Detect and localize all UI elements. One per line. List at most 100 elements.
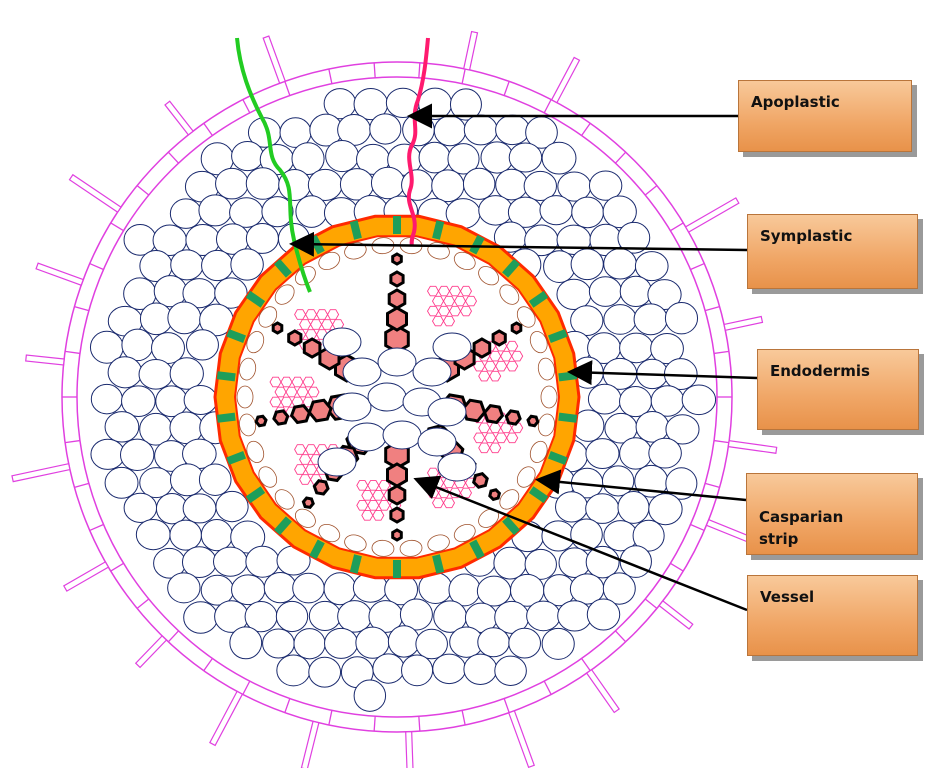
xylem-vessel <box>273 323 282 333</box>
phloem-cell <box>428 488 439 498</box>
epidermis-cell-wall <box>243 681 250 694</box>
cortex-cell <box>338 601 372 633</box>
cortex-cell <box>216 491 248 521</box>
phloem-cell <box>466 296 477 306</box>
cortex-cell <box>91 384 122 413</box>
epidermis-cell-wall <box>168 631 178 642</box>
xylem-vessel <box>391 272 403 286</box>
phloem-cell <box>439 306 450 316</box>
apoplastic-label: Apoplastic <box>738 80 912 152</box>
cortex-cell <box>416 629 448 659</box>
epidermis-cell-wall <box>74 307 88 311</box>
epidermis-cell-wall <box>419 716 420 731</box>
cortex-cell <box>402 655 433 686</box>
epidermis-cell-wall <box>645 599 657 608</box>
cortex-cell <box>183 494 216 523</box>
epidermis-cell-wall <box>65 441 80 443</box>
cortex-cell <box>509 628 541 658</box>
phloem-cell <box>479 443 490 453</box>
epidermis-cell-wall <box>111 223 124 231</box>
phloem-cell <box>362 491 373 501</box>
cortex-cell <box>324 573 356 605</box>
phloem-cell <box>455 296 466 306</box>
cortex-cell <box>91 439 125 469</box>
xylem-vessel <box>388 464 407 486</box>
cortex-cell <box>371 167 404 199</box>
cortex-cell <box>309 601 340 630</box>
epidermis-cell-wall <box>329 69 332 84</box>
pith-cell <box>433 333 471 361</box>
cortex-cell <box>495 656 527 685</box>
epidermis-cell-wall <box>374 716 375 731</box>
phloem-cell <box>300 475 311 485</box>
cortex-cell <box>120 439 153 470</box>
root-hair <box>64 562 109 591</box>
xylem-vessel <box>490 490 500 500</box>
phloem-cell <box>292 377 303 387</box>
epidermis-cell-wall <box>504 699 509 713</box>
xylem-vessel <box>391 508 403 522</box>
cortex-cell <box>586 439 619 469</box>
cortex-cell <box>199 195 232 226</box>
cortex-cell <box>325 628 358 658</box>
cortex-cell <box>477 576 510 606</box>
xylem-vessel <box>512 323 521 333</box>
phloem-cell <box>286 387 297 397</box>
cortex-cell <box>105 467 138 498</box>
phloem-cell <box>297 387 308 397</box>
epidermis-cell-wall <box>691 524 705 530</box>
xylem-vessel <box>256 416 266 425</box>
phloem-cell <box>428 468 439 478</box>
cortex-cell <box>213 547 247 576</box>
epidermis-cell-wall <box>168 152 178 163</box>
phloem-cell <box>450 286 461 296</box>
root-hair <box>406 732 413 768</box>
xylem-vessel <box>292 406 310 423</box>
pith-cell <box>428 398 466 426</box>
epidermis-cell-wall <box>74 483 88 487</box>
cortex-cell <box>230 198 264 228</box>
cortex-cell <box>558 601 592 631</box>
epidermis-cell-wall <box>645 186 657 195</box>
epidermis-cell-wall <box>285 81 290 95</box>
cortex-cell <box>620 333 653 363</box>
epidermis-cell-wall <box>137 599 149 608</box>
pith-cell <box>368 383 406 411</box>
phloem-cell <box>461 286 472 296</box>
phloem-cell <box>501 351 512 361</box>
phloem-cell <box>311 320 322 330</box>
cortex-cell <box>184 602 218 634</box>
cortex-cell <box>184 386 217 415</box>
root-hair <box>263 36 285 83</box>
cortex-cell <box>216 168 249 199</box>
cortex-cell <box>105 412 139 442</box>
phloem-cell <box>379 501 390 511</box>
phloem-cell <box>507 361 518 371</box>
cortex-cell <box>634 304 667 335</box>
casparian-strip <box>393 216 401 234</box>
cortex-cell <box>170 358 203 389</box>
epidermis-cell-wall <box>90 264 104 270</box>
pith-cell <box>318 448 356 476</box>
cortex-cell <box>602 466 633 496</box>
phloem-cell <box>433 316 444 326</box>
cortex-cell <box>373 654 404 683</box>
cortex-cell <box>478 628 509 657</box>
cortex-cell <box>186 330 218 360</box>
phloem-cell <box>270 397 281 407</box>
cortex-cell <box>276 601 307 631</box>
cortex-cell <box>464 654 497 684</box>
phloem-cell <box>450 306 461 316</box>
phloem-cell <box>328 310 339 320</box>
cortex-cell <box>494 547 526 579</box>
cortex-cell <box>587 599 619 630</box>
phloem-cell <box>303 377 314 387</box>
cortex-cell <box>293 573 325 603</box>
cortex-cell <box>544 251 575 283</box>
pith-cell <box>333 393 371 421</box>
phloem-cell <box>317 310 328 320</box>
cortex-cell <box>557 279 591 309</box>
cortex-cell <box>264 573 296 603</box>
phloem-cell <box>490 351 501 361</box>
cortex-cell <box>588 384 621 414</box>
